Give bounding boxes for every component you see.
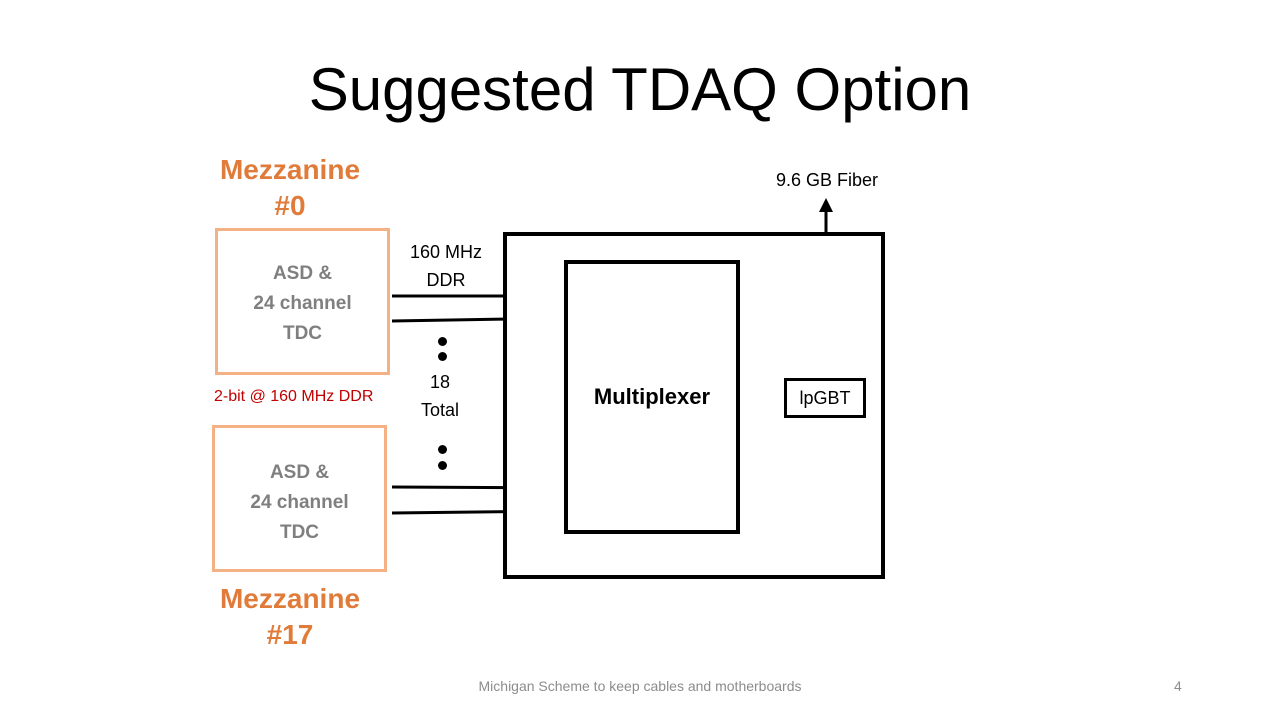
ellipsis-dot-top-2 [438,352,447,361]
asd-top-text: ASD & 24 channel TDC [218,259,387,349]
clock-note-line2: DDR [426,270,466,290]
mezzanine-top-label: Mezzanine #0 [190,152,390,224]
page-number: 4 [1174,678,1182,694]
ellipsis-dot-top-1 [438,337,447,346]
lpgbt-label: lpGBT [799,388,851,408]
slide-footer: Michigan Scheme to keep cables and mothe… [478,678,802,694]
count-note-line1: 18 [429,372,451,392]
asd-tdc-box-bottom: ASD & 24 channel TDC [212,425,387,572]
asd-bottom-line2: 24 channel [250,492,349,513]
link-note: 2-bit @ 160 MHz DDR [214,388,374,405]
asd-top-line3: TDC [282,323,323,344]
count-note-line2: Total [420,400,460,420]
mezzanine-bottom-label-line1: Mezzanine [219,583,361,614]
asd-top-line1: ASD & [272,263,333,284]
mezzanine-bottom-label: Mezzanine #17 [190,581,390,653]
multiplexer-label: Multiplexer [593,384,711,409]
fiber-label: 9.6 GB Fiber [775,170,879,190]
mezzanine-top-label-line1: Mezzanine [219,154,361,185]
asd-top-line2: 24 channel [253,293,352,314]
asd-bottom-line3: TDC [279,522,320,543]
slide-title: Suggested TDAQ Option [308,56,972,123]
clock-note-line1: 160 MHz [409,242,483,262]
count-note: 18 Total [400,368,480,424]
asd-bottom-text: ASD & 24 channel TDC [215,458,384,548]
multiplexer-box: Multiplexer [564,260,740,534]
lpgbt-box: lpGBT [784,378,866,418]
clock-note: 160 MHz DDR [396,238,496,294]
mezzanine-top-label-line2: #0 [274,190,306,221]
ellipsis-dot-bottom-1 [438,445,447,454]
asd-tdc-box-top: ASD & 24 channel TDC [215,228,390,375]
ellipsis-dot-bottom-2 [438,461,447,470]
asd-bottom-line1: ASD & [269,462,330,483]
mezzanine-bottom-label-line2: #17 [266,619,314,650]
